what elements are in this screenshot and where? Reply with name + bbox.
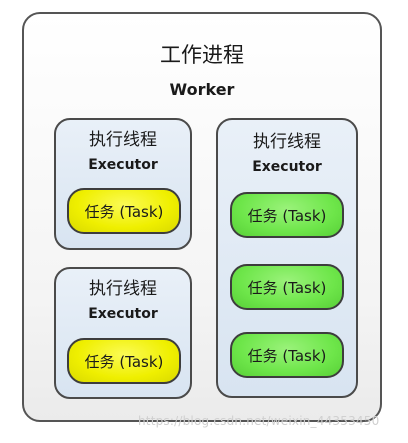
worker-title-cn: 工作进程 <box>160 43 244 67</box>
task-box: 任务 (Task) <box>67 338 181 384</box>
task-box: 任务 (Task) <box>230 264 344 310</box>
executor-title-en: Executor <box>88 157 158 173</box>
watermark-text: https://blog.csdn.net/weixin_44353450 <box>138 414 380 428</box>
task-box: 任务 (Task) <box>230 332 344 378</box>
executor-box-1: 执行线程 Executor 任务 (Task) <box>54 118 192 250</box>
executor-title-cn: 执行线程 <box>89 130 157 150</box>
executor-box-2: 执行线程 Executor 任务 (Task) <box>54 267 192 399</box>
task-box: 任务 (Task) <box>230 192 344 238</box>
executor-title-en: Executor <box>252 159 322 175</box>
executor-box-3: 执行线程 Executor 任务 (Task) 任务 (Task) 任务 (Ta… <box>216 118 358 398</box>
worker-container: 工作进程 Worker 执行线程 Executor 任务 (Task) 执行线程… <box>22 12 382 422</box>
task-box: 任务 (Task) <box>67 188 181 234</box>
executor-title-cn: 执行线程 <box>253 132 321 152</box>
executor-title-cn: 执行线程 <box>89 279 157 299</box>
executor-title-en: Executor <box>88 306 158 322</box>
worker-title-en: Worker <box>169 80 235 99</box>
